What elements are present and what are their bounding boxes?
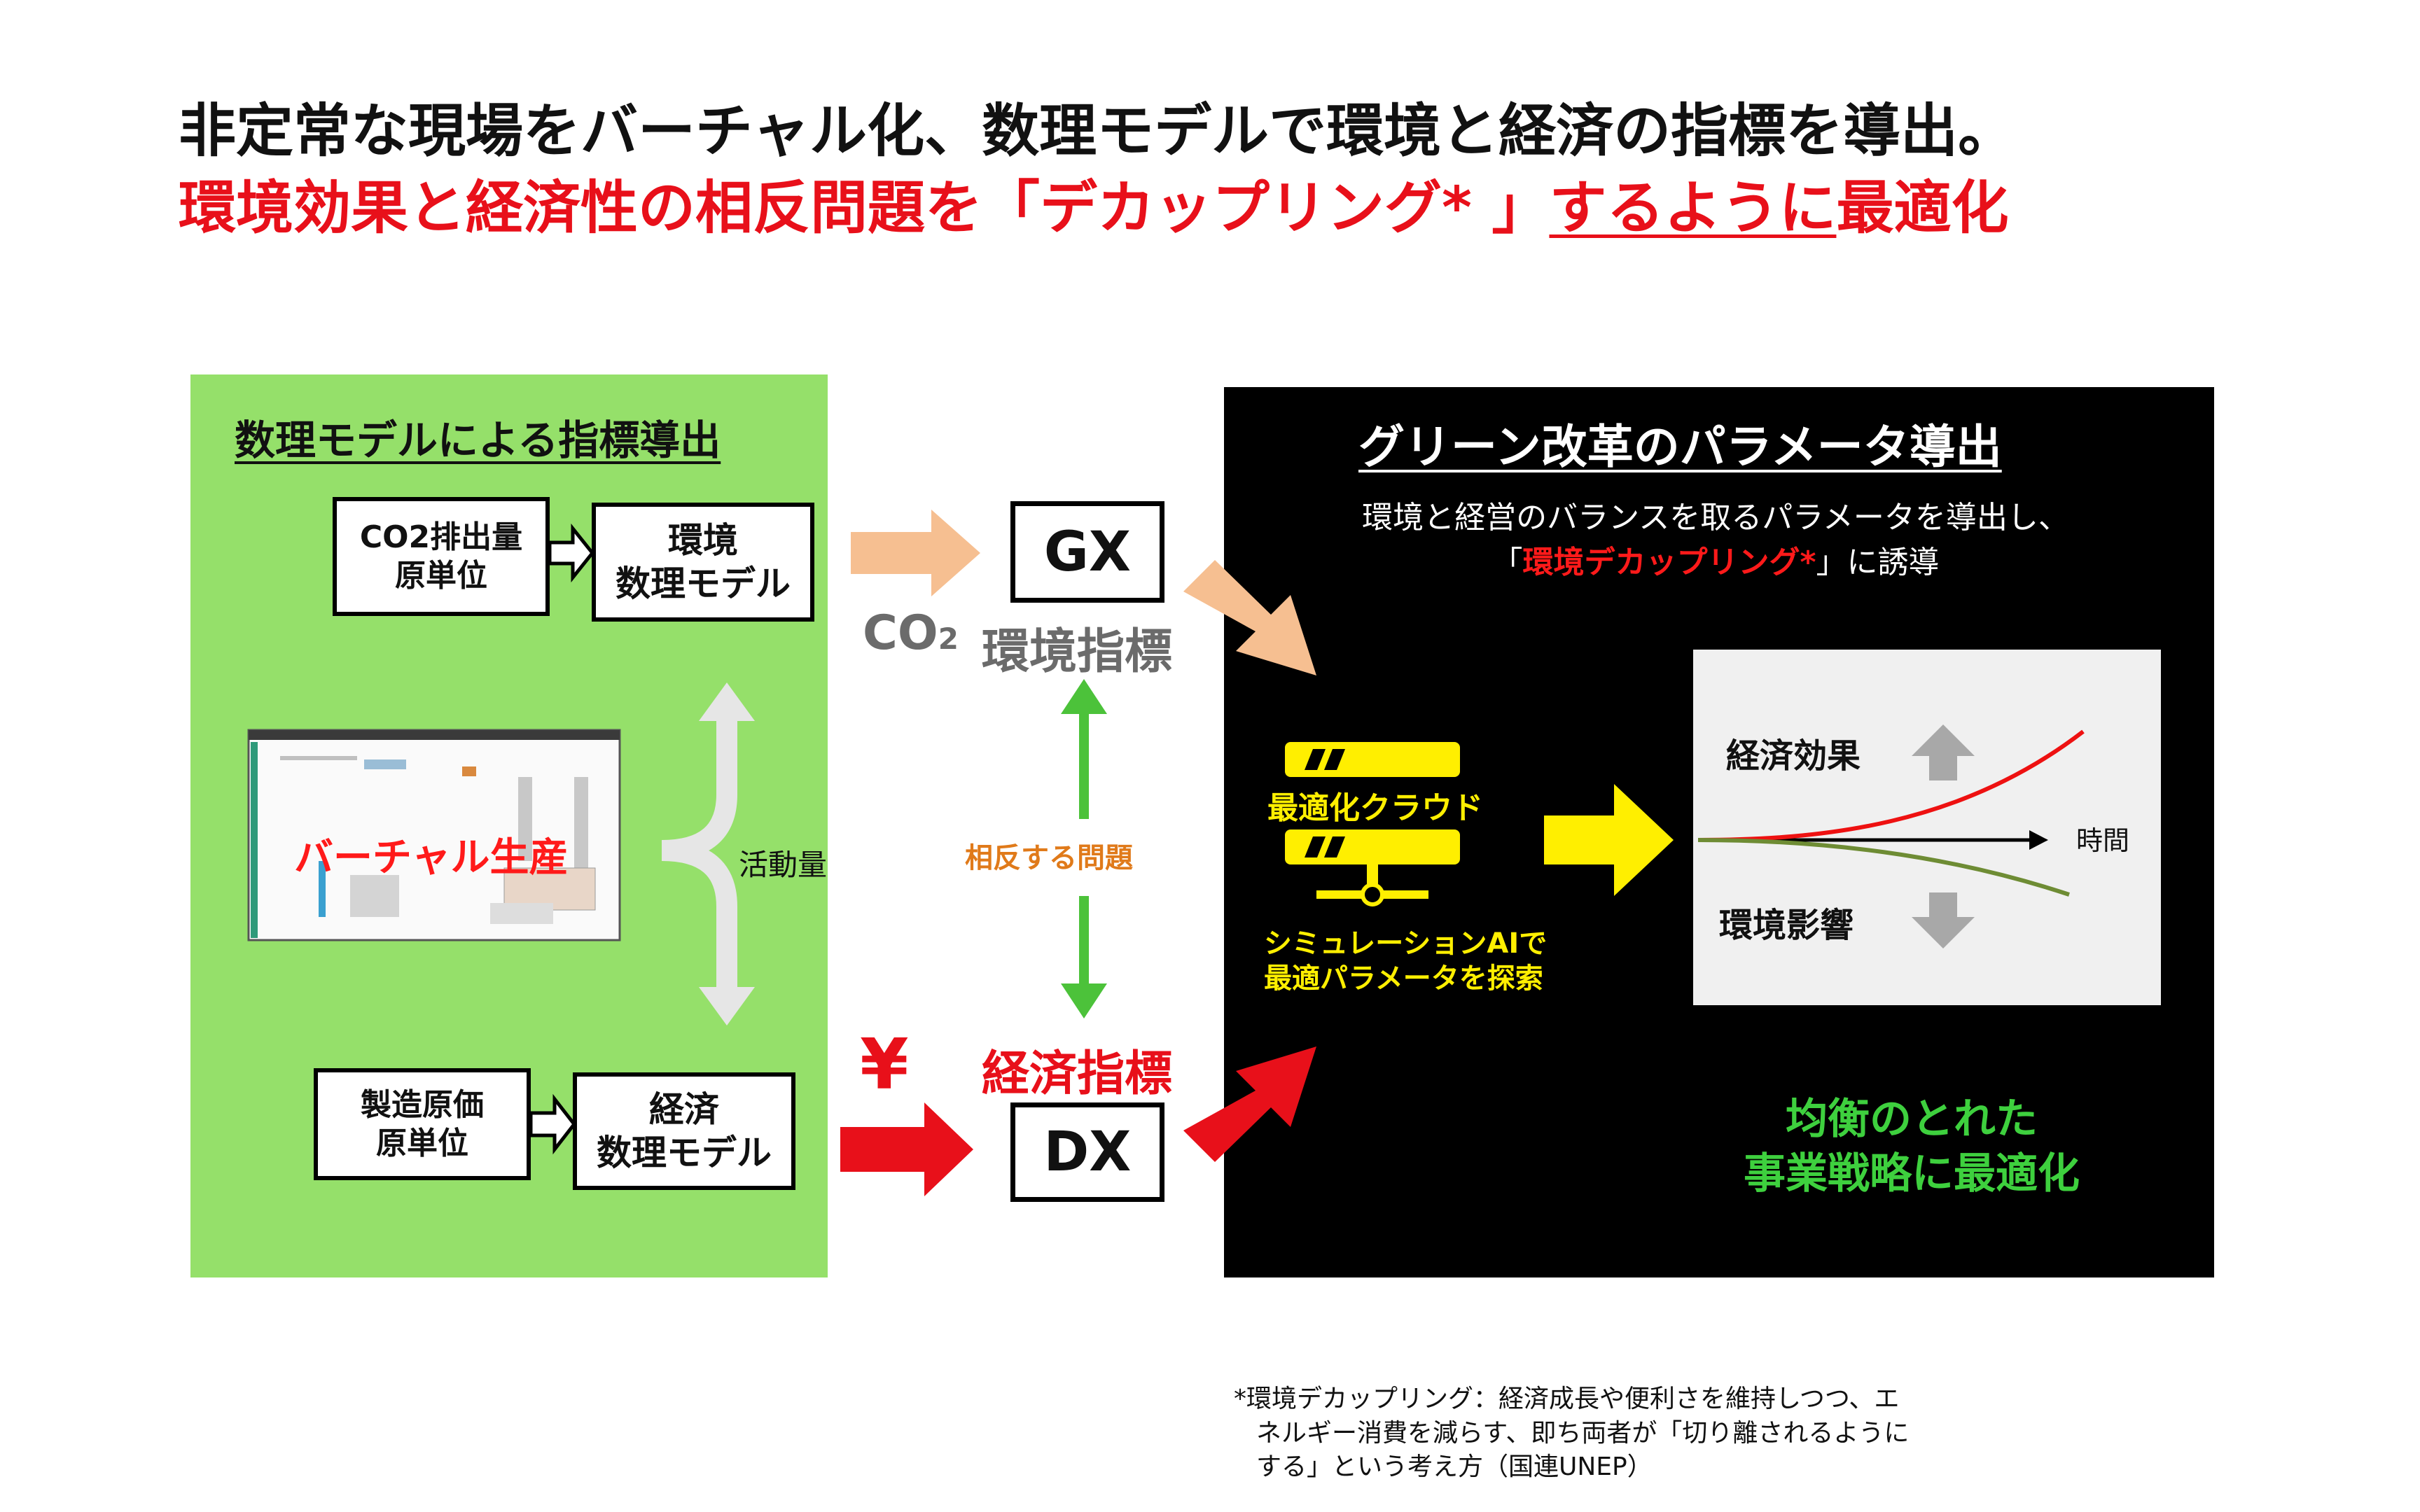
footnote-line-3: する」という考え方（国連UNEP） bbox=[1256, 1452, 1653, 1482]
green-reform-heading: グリーン改革のパラメータ導出 bbox=[1358, 420, 2002, 474]
bracket-close: 」に誘導 bbox=[1816, 544, 1940, 580]
cost-source-box: 製造原価 原単位 bbox=[314, 1068, 531, 1180]
virtual-production-screenshot bbox=[247, 729, 621, 941]
econ-index-label: 経済指標 bbox=[982, 1046, 1173, 1102]
subtitle-line-2: 「環境デカップリング*」に誘導 bbox=[1246, 540, 2185, 585]
footnote: *環境デカップリング：経済成長や便利さを維持しつつ、エ ネルギー消費を減らす、即… bbox=[1234, 1382, 1909, 1485]
env-model-box: 環境 数理モデル bbox=[592, 503, 814, 622]
footnote-line-2: ネルギー消費を減らす、即ち両者が「切り離されるように bbox=[1256, 1418, 1910, 1448]
connector-arrow-top bbox=[548, 523, 595, 583]
ai-label-1: シミュレーションAIで bbox=[1264, 927, 1548, 960]
co2-source-box: CO2排出量 原単位 bbox=[333, 497, 550, 616]
activity-brace bbox=[661, 707, 737, 997]
dx-box: DX bbox=[1010, 1102, 1164, 1202]
econ-effect-label: 経済効果 bbox=[1726, 736, 1861, 776]
decoupling-chart bbox=[1693, 650, 2161, 1005]
footnote-line-1: *環境デカップリング：経済成長や便利さを維持しつつ、エ bbox=[1234, 1385, 1900, 1413]
decoupling-chart-graphics bbox=[1697, 724, 2085, 948]
time-label: 時間 bbox=[2076, 825, 2130, 856]
dx-to-panel-arrow bbox=[1183, 1046, 1316, 1162]
conflict-double-arrow bbox=[1061, 679, 1107, 1018]
math-model-heading: 数理モデルによる指標導出 bbox=[235, 416, 721, 464]
connector-arrow-bottom bbox=[529, 1093, 577, 1155]
optimize-arrow bbox=[1544, 784, 1674, 896]
title-line-2-prefix: 環境効果と経済性の相反問題を「デカップリング* 」 bbox=[179, 175, 1550, 241]
gx-box: GX bbox=[1010, 501, 1164, 603]
activity-label: 活動量 bbox=[739, 848, 828, 882]
gx-input-arrow bbox=[851, 510, 980, 596]
econ-model-box: 経済 数理モデル bbox=[573, 1072, 795, 1190]
title-line-2-suffix: 最適化 bbox=[1836, 175, 2009, 241]
cloud-label: 最適化クラウド bbox=[1267, 790, 1483, 826]
co2-label: CO2 bbox=[863, 606, 959, 661]
virtual-production-label: バーチャル生産 bbox=[294, 835, 569, 881]
env-index-label: 環境指標 bbox=[982, 624, 1173, 680]
conflict-label: 相反する問題 bbox=[965, 842, 1133, 874]
env-impact-label: 環境影響 bbox=[1719, 906, 1854, 945]
dx-input-arrow bbox=[840, 1102, 973, 1196]
balanced-line-2: 事業戦略に最適化 bbox=[1744, 1149, 2080, 1198]
time-axis-arrowhead bbox=[2029, 830, 2048, 850]
brace-arrow-down bbox=[699, 987, 755, 1026]
balanced-line-1: 均衡のとれた bbox=[1786, 1095, 2038, 1144]
balanced-strategy-label: 均衡のとれた 事業戦略に最適化 bbox=[1709, 1092, 2115, 1201]
co2-subscript: 2 bbox=[938, 622, 959, 656]
subtitle-line-1: 環境と経営のバランスを取るパラメータを導出し、 bbox=[1362, 500, 2069, 536]
cloud-server-icon bbox=[1285, 742, 1460, 906]
gx-to-panel-arrow bbox=[1183, 560, 1316, 676]
title-line-2-underlined: するように bbox=[1549, 175, 1837, 241]
co2-text: CO bbox=[863, 606, 938, 661]
title-line-1: 非定常な現場をバーチャル化、数理モデルで環境と経済の指標を導出。 bbox=[179, 98, 2016, 164]
yen-icon: ¥ bbox=[860, 1023, 909, 1105]
ai-label-2: 最適パラメータを探索 bbox=[1264, 962, 1543, 995]
decoupling-term: 環境デカップリング* bbox=[1522, 544, 1816, 580]
env-curve bbox=[1697, 838, 2070, 897]
green-reform-subtitle: 環境と経営のバランスを取るパラメータを導出し、 「環境デカップリング*」に誘導 bbox=[1246, 496, 2185, 585]
title-line-2: 環境効果と経済性の相反問題を「デカップリング* 」するように最適化 bbox=[179, 161, 2008, 244]
up-arrow-icon bbox=[1912, 724, 1975, 780]
down-arrow-icon bbox=[1912, 892, 1975, 948]
brace-arrow-up bbox=[699, 682, 755, 721]
bracket-open: 「 bbox=[1491, 544, 1523, 580]
